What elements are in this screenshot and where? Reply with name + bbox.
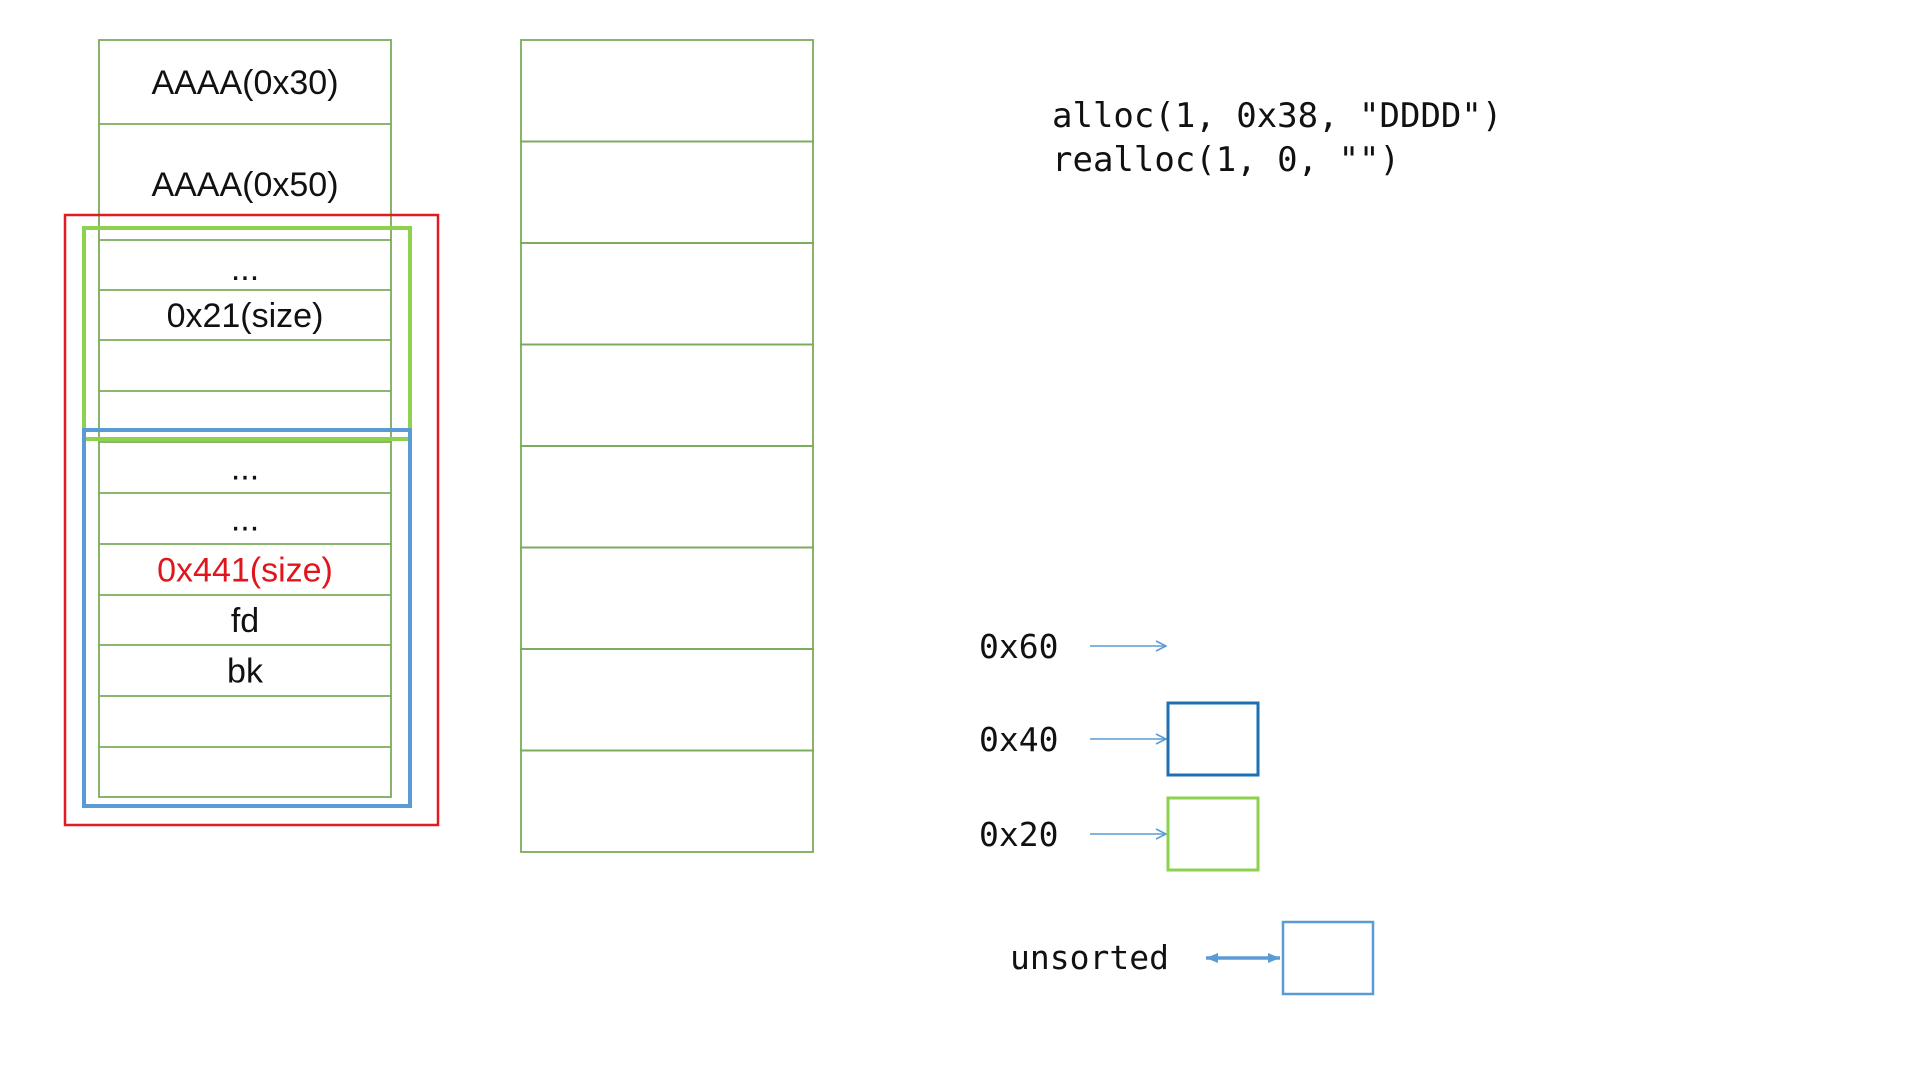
unsorted-label: unsorted [1010,938,1169,977]
empty-memory-cell [520,140,814,244]
heap-cell-text: ... [231,250,259,288]
empty-memory-cell [520,343,814,447]
unsorted-chunk-box [1281,920,1375,996]
empty-memory-cell [520,749,814,853]
heap-cell-text: AAAA(0x50) [151,166,338,204]
heap-cell-text: 0x21(size) [167,297,324,335]
heap-chunk-column: AAAA(0x30) AAAA(0x50)... 0x21(size).......… [98,39,392,798]
empty-memory-cell [520,648,814,752]
empty-memory-cell [520,445,814,549]
bin-size-label: 0x40 [979,720,1058,759]
bin-size-label: 0x60 [979,627,1058,666]
heap-cell-text: 0x441(size) [157,552,333,590]
bin-chunk-box [1166,701,1260,777]
green-region-box [82,226,412,441]
code-line-2: realloc(1, 0, "") [1052,140,1400,180]
empty-memory-cell [520,242,814,346]
heap-cell-text: ... [231,450,259,488]
empty-memory-cell [520,39,814,143]
heap-cell-text: ... [231,501,259,539]
heap-cell-text: fd [231,602,259,640]
bins-list: 0x60 0x40 0x20 [979,627,1260,872]
blue-region-box [82,428,412,808]
heap-cell-text: AAAA(0x30) [151,64,338,102]
heap-cell-text: bk [227,653,264,691]
bin-size-label: 0x20 [979,815,1058,854]
empty-memory-cell [520,546,814,650]
empty-memory-column [520,39,814,853]
bin-chunk-box [1166,796,1260,872]
red-region-box [63,213,440,827]
heap-column-border [98,39,392,798]
heap-cell-text: ... [231,402,259,440]
code-line-1: alloc(1, 0x38, "DDDD") [1052,96,1502,136]
